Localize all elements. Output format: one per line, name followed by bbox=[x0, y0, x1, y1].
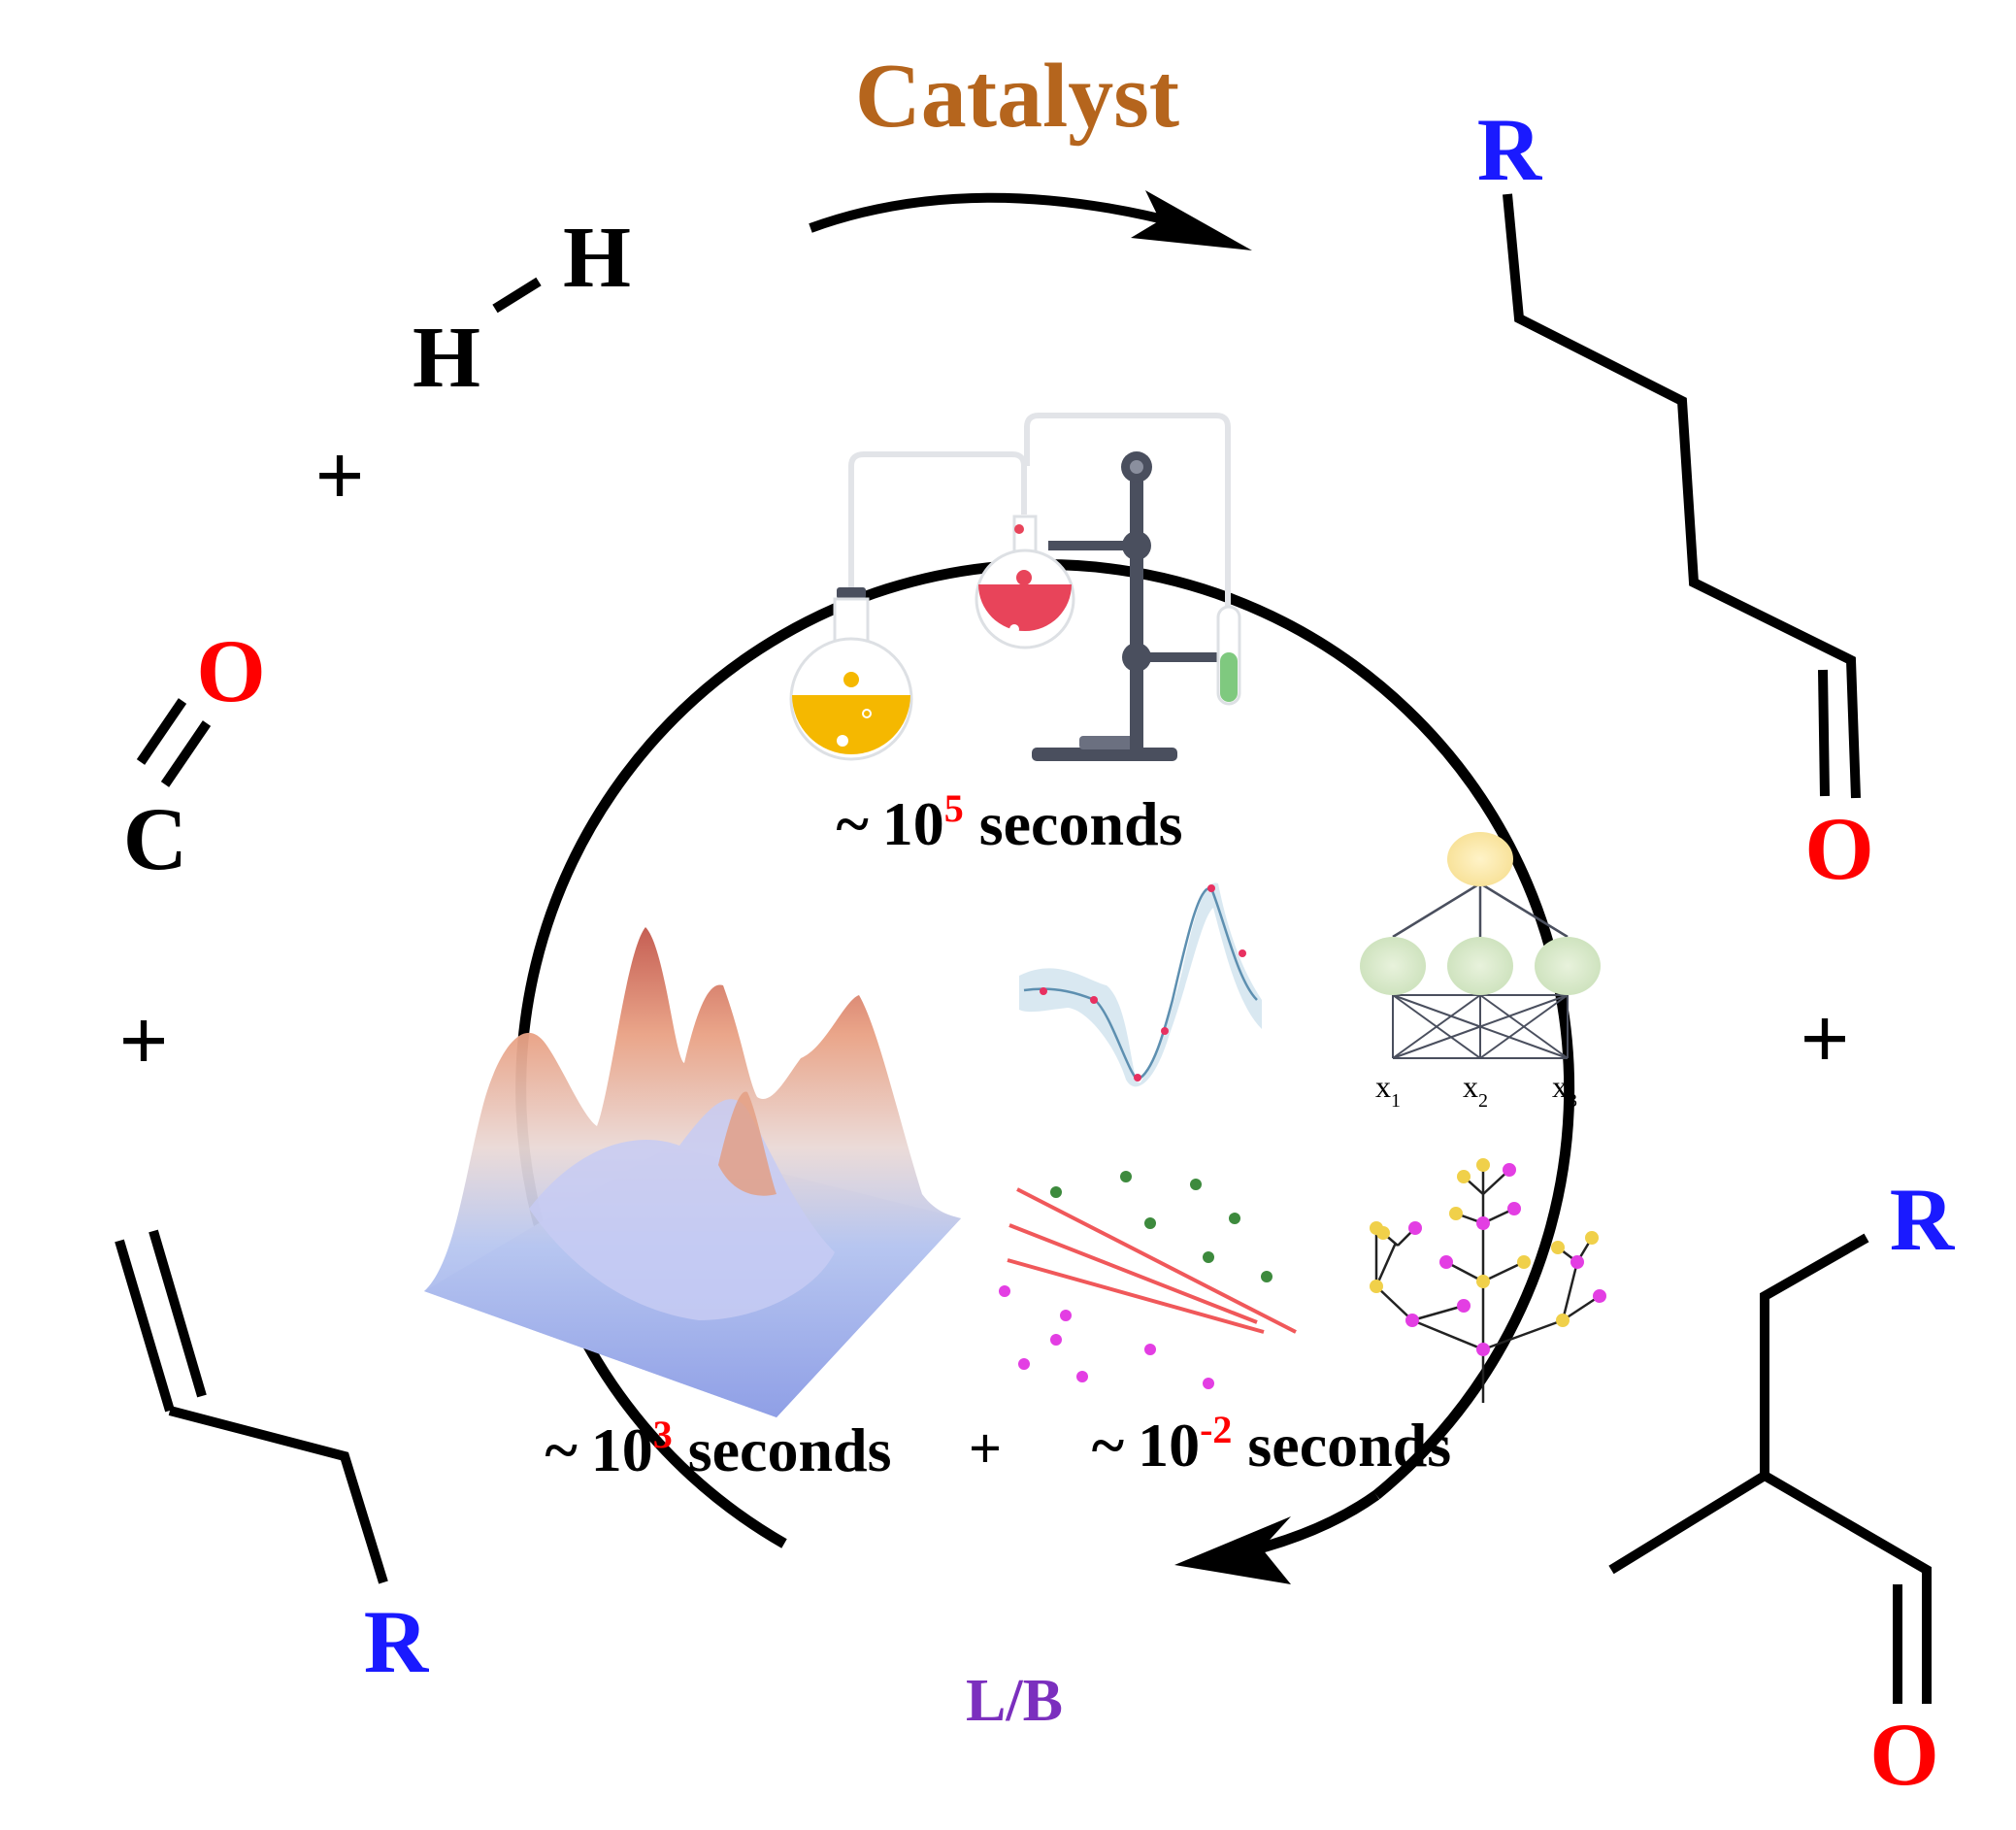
nn-input-label-1: x1 bbox=[1375, 1069, 1401, 1112]
stand-rod bbox=[1130, 471, 1143, 752]
linear-branched-ratio-label: L/B bbox=[966, 1668, 1063, 1734]
test-tube-liquid bbox=[1220, 652, 1238, 702]
branched-oxygen: O bbox=[1869, 1705, 1939, 1804]
red-flask-bubble-2 bbox=[1014, 524, 1024, 534]
h-h-bond bbox=[492, 277, 542, 314]
red-flask-bubble-1 bbox=[1016, 570, 1032, 585]
nn-output-node bbox=[1447, 832, 1513, 886]
decision-line-1 bbox=[1016, 1187, 1297, 1334]
nn-input-label-2: x2 bbox=[1463, 1069, 1488, 1112]
plus-sign-right: + bbox=[1800, 991, 1849, 1087]
nn-hidden-node-2 bbox=[1447, 937, 1513, 995]
gaussian-process-plot bbox=[1019, 882, 1262, 1087]
decision-line-2 bbox=[1008, 1223, 1258, 1324]
experiment-exponent: 5 bbox=[944, 786, 964, 830]
alkene-r-group: R bbox=[364, 1592, 430, 1691]
decision-line-3 bbox=[1007, 1258, 1265, 1334]
lab-apparatus-illustration bbox=[789, 413, 1241, 761]
connecting-tube-1 bbox=[848, 451, 1027, 592]
nn-edge bbox=[1392, 882, 1481, 939]
alkene-double-bond-2 bbox=[149, 1229, 207, 1398]
stand-clamp-arm-2 bbox=[1137, 652, 1232, 662]
nn-hidden-node-3 bbox=[1535, 937, 1601, 995]
alkene-molecule: R bbox=[115, 1229, 430, 1691]
alkene-chain bbox=[168, 1406, 388, 1584]
linear-chain bbox=[1503, 193, 1861, 799]
linear-r-group: R bbox=[1477, 100, 1543, 199]
stand-top-knob-inner bbox=[1130, 460, 1143, 474]
stand-clamp-arm-1 bbox=[1048, 541, 1140, 550]
linear-aldehyde-product: R O bbox=[1477, 100, 1874, 898]
branched-methyl bbox=[1608, 1471, 1768, 1575]
stand-base bbox=[1032, 748, 1177, 761]
gp-observation-1 bbox=[1040, 987, 1047, 995]
connecting-tube-2 bbox=[1024, 413, 1231, 607]
gp-observation-6 bbox=[1239, 949, 1246, 957]
green-class-points bbox=[1050, 1171, 1272, 1282]
machine-learning-exponent: -2 bbox=[1200, 1408, 1232, 1451]
hydrogen-atom-1: H bbox=[413, 310, 480, 406]
oxygen-atom-co: O bbox=[196, 621, 266, 720]
carbon-atom: C bbox=[123, 789, 187, 888]
co-bond-line-1 bbox=[136, 698, 187, 765]
plus-sign-left-top: + bbox=[314, 428, 364, 524]
lower-arrowhead bbox=[1174, 1516, 1291, 1584]
linear-carbonyl-second-bond bbox=[1818, 669, 1830, 797]
gp-uncertainty-band bbox=[1019, 882, 1262, 1087]
co-bond-line-2 bbox=[160, 720, 212, 787]
catalyst-arrowhead bbox=[1131, 190, 1252, 250]
yellow-flask-bubble-1 bbox=[843, 672, 859, 687]
gp-observation-3 bbox=[1134, 1074, 1141, 1081]
energy-surface-illustration bbox=[424, 927, 961, 1417]
magenta-class-points bbox=[999, 1285, 1214, 1389]
yellow-flask-cap bbox=[837, 587, 866, 599]
branched-aldehyde-product: R O bbox=[1608, 1170, 1956, 1804]
linear-classifier-illustration bbox=[999, 1171, 1297, 1389]
hydrogen-molecule: H H bbox=[413, 210, 631, 406]
stand-clamp-2 bbox=[1122, 643, 1151, 672]
simulation-exponent: 3 bbox=[653, 1413, 673, 1456]
stand-foot bbox=[1079, 736, 1140, 749]
catalyst-arrow-arc bbox=[809, 192, 1181, 233]
hydrogen-atom-2: H bbox=[563, 210, 631, 306]
nn-input-label-3: x3 bbox=[1552, 1069, 1577, 1112]
nn-edge bbox=[1479, 882, 1569, 939]
red-flask-liquid bbox=[978, 584, 1072, 631]
linear-oxygen: O bbox=[1804, 799, 1874, 898]
nn-input-edges bbox=[1392, 994, 1569, 1059]
gp-observation-4 bbox=[1161, 1027, 1169, 1035]
plus-sign-left-bottom: + bbox=[118, 993, 168, 1089]
neural-network-illustration: x1 x2 x3 bbox=[1360, 832, 1601, 1112]
decision-tree-nodes bbox=[1370, 1158, 1606, 1356]
alkene-double-bond-1 bbox=[115, 1239, 175, 1413]
surface-mid-peak bbox=[718, 1091, 777, 1196]
red-flask-neck bbox=[1012, 515, 1038, 555]
branched-r-group: R bbox=[1890, 1170, 1956, 1269]
yellow-flask-liquid bbox=[792, 695, 910, 754]
yellow-flask-bubble-3 bbox=[862, 709, 872, 718]
gp-observation-2 bbox=[1090, 996, 1098, 1004]
carbon-monoxide-molecule: C O bbox=[123, 621, 266, 888]
yellow-flask-bubble-2 bbox=[837, 735, 848, 747]
red-flask-bubble-3 bbox=[1009, 624, 1019, 634]
plus-sign-methods: + bbox=[969, 1416, 1002, 1481]
catalyst-title: Catalyst bbox=[855, 46, 1179, 147]
stand-clamp-1 bbox=[1122, 531, 1151, 560]
gp-observation-5 bbox=[1207, 884, 1215, 892]
nn-hidden-node-1 bbox=[1360, 937, 1426, 995]
